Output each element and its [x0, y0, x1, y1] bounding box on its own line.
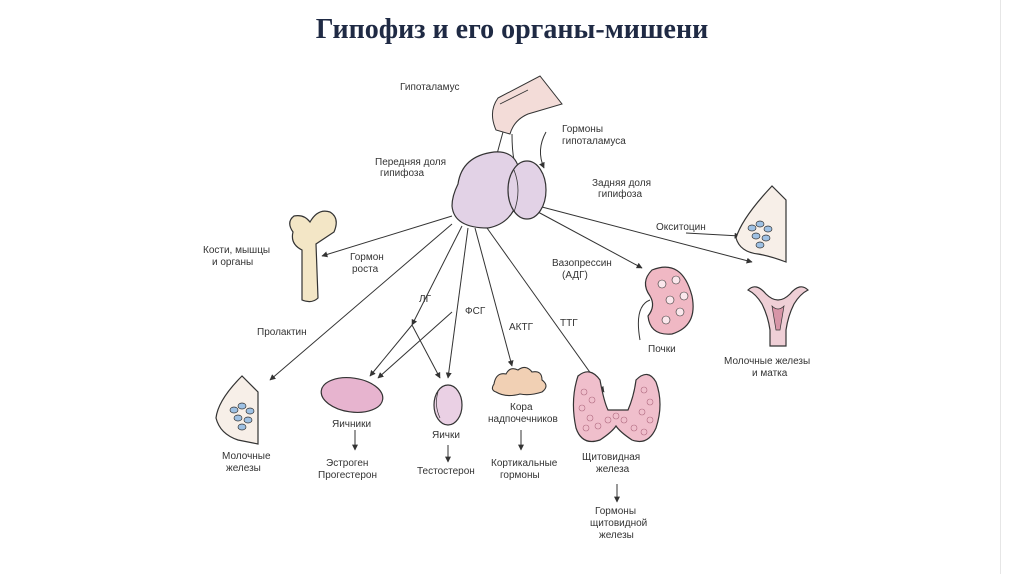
label-ovaries: Яичники: [332, 419, 371, 430]
label-tsh: ТТГ: [560, 318, 578, 329]
bone-icon: [289, 210, 337, 303]
label-hypothalamus: Гипоталамус: [400, 82, 460, 93]
label-mammary-uterus-2: и матка: [752, 368, 788, 379]
arrow-hyp-hormones: [539, 131, 547, 169]
label-mammary-1: Молочные: [222, 451, 271, 462]
label-mammary-uterus-1: Молочные железы: [724, 356, 810, 367]
arrow-fsh-testis: [445, 227, 469, 379]
label-progesterone: Прогестерон: [318, 470, 377, 481]
label-testosterone: Тестостерон: [417, 466, 475, 477]
label-fsh: ФСГ: [465, 306, 486, 317]
label-hyp-hormones-2: гипоталамуса: [562, 136, 626, 147]
arrow-oxytocin: [541, 206, 753, 264]
label-kidneys: Почки: [648, 344, 676, 355]
label-thyroid-hormones-1: Гормоны: [595, 506, 636, 517]
label-cortical-2: гормоны: [500, 470, 540, 481]
kidney-icon: [637, 266, 694, 341]
arrow-vasopressin: [537, 211, 643, 269]
testis-icon: [433, 384, 463, 426]
label-posterior-2: гипифоза: [598, 188, 642, 200]
arrow-tsh: [486, 227, 605, 393]
hypothalamus-icon: [492, 75, 563, 135]
label-vasopressin-2: (АДГ): [562, 270, 588, 281]
label-thyroid-2: железа: [596, 464, 630, 475]
label-prolactin: Пролактин: [257, 327, 307, 338]
arrow-oxytocin-breast: [685, 232, 741, 239]
breast-icon-left: [215, 375, 259, 445]
label-estrogen: Эстроген: [326, 458, 368, 469]
label-growth-1: Гормон: [350, 252, 384, 263]
arrow-lh-ovary: [369, 324, 413, 377]
arrow-growth: [321, 215, 453, 258]
label-lh: ЛГ: [419, 294, 432, 305]
label-bones-2: и органы: [212, 257, 253, 268]
label-testes: Яички: [432, 430, 460, 441]
label-thyroid-hormones-2: щитовидной: [590, 518, 647, 529]
label-cortical-1: Кортикальные: [491, 458, 558, 469]
arrow-acth: [474, 227, 514, 367]
pituitary-icon: [451, 131, 547, 229]
label-thyroid-1: Щитовидная: [582, 452, 640, 463]
adrenal-icon: [491, 366, 547, 397]
arrow-lh: [411, 225, 463, 326]
label-acth: АКТГ: [509, 322, 534, 333]
uterus-icon: [746, 286, 810, 347]
label-oxytocin: Окситоцин: [656, 222, 706, 233]
label-vasopressin-1: Вазопрессин: [552, 258, 612, 269]
arrow-prolactin: [269, 223, 453, 381]
arrow-fsh-ovary: [377, 311, 453, 379]
label-hyp-hormones-1: Гормоны: [562, 124, 603, 135]
label-adrenal-1: Кора: [510, 402, 533, 413]
label-thyroid-hormones-3: железы: [599, 530, 634, 541]
breast-icon-right: [735, 185, 787, 263]
arrow-lh-testis: [411, 324, 441, 379]
label-mammary-2: железы: [226, 463, 261, 474]
thyroid-icon: [572, 371, 661, 443]
ovary-icon: [320, 377, 384, 413]
label-anterior-1: Передняя доля: [375, 157, 446, 168]
label-bones-1: Кости, мышцы: [203, 245, 270, 256]
label-growth-2: роста: [352, 264, 379, 275]
slide-title: Гипофиз и его органы-мишени: [315, 14, 709, 45]
labels: Гипоталамус Гормоны гипоталамуса Передня…: [203, 82, 810, 541]
label-anterior-2: гипифоза: [380, 167, 424, 179]
label-posterior-1: Задняя доля: [592, 178, 651, 189]
slide-right-border: [1000, 0, 1001, 574]
label-adrenal-2: надпочечников: [488, 414, 558, 425]
arrows: [269, 131, 753, 503]
